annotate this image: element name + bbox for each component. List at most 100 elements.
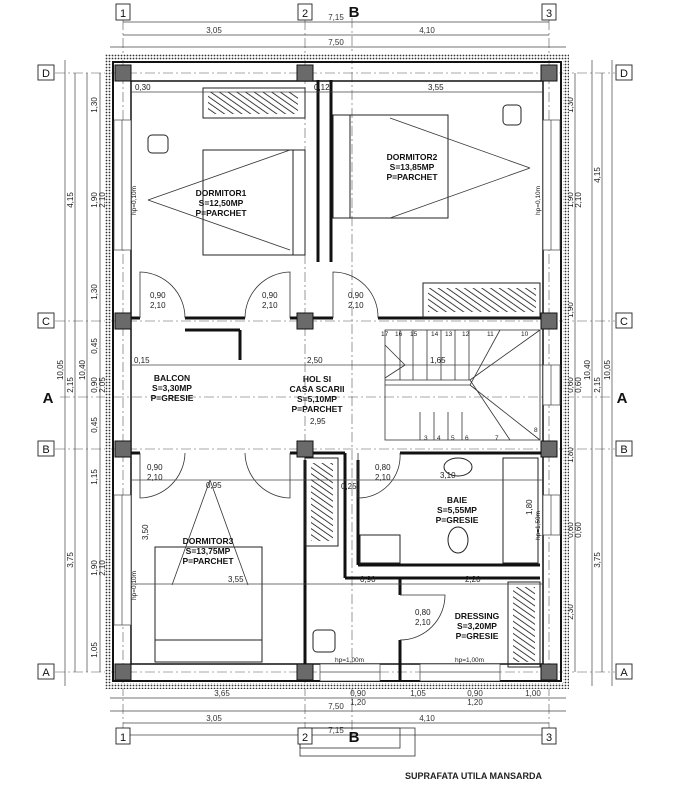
dim-left: 1,05 (90, 642, 99, 658)
door-height: 2,10 (147, 473, 163, 482)
door-swings (139, 271, 446, 641)
section-marker-b: B (349, 729, 360, 746)
right-dimensions: 1,30 1,90 2,10 1,90 0,60 0,60 1,80 0,60 … (566, 60, 613, 686)
room-area: S=12,50MP (199, 198, 244, 208)
room-dormitor1: DORMITOR1 S=12,50MP P=PARCHET (195, 188, 247, 218)
room-dressing: DRESSING S=3,20MP P=GRESIE (455, 611, 500, 641)
dim-bottom: 7,50 (328, 702, 344, 711)
window-labels: hp=0,10m hp=0,10m hp=0,10m hp=1,50m hp=1… (131, 186, 542, 664)
grid-bubbles (37, 3, 633, 745)
dim-left: 10,05 (56, 359, 65, 380)
section-marker-a: A (43, 390, 54, 407)
dim-interior: 1,80 (525, 499, 534, 515)
room-name: BAIE (447, 495, 468, 505)
stair-number: 17 (381, 331, 389, 338)
dim-interior: 3,10 (440, 471, 456, 480)
section-marker-b: B (349, 4, 360, 21)
dim-interior: 0,95 (206, 481, 222, 490)
dim-right: 2,30 (566, 604, 575, 620)
dim-left: 3,75 (66, 552, 75, 568)
footer-area-label: SUPRAFATA UTILA MANSARDA (405, 771, 542, 781)
room-balcon: BALCON S=3,30MP P=GRESIE (151, 373, 194, 403)
dim-right: 2,10 (574, 192, 583, 208)
interior-walls (131, 80, 543, 682)
room-floor: P=PARCHET (386, 172, 438, 182)
dim-right: 1,90 (566, 192, 575, 208)
dim-bottom: 1,00 (525, 689, 541, 698)
dim-left: 4,15 (66, 192, 75, 208)
door-width: 0,80 (415, 608, 431, 617)
grid-labels: 1 2 3 1 2 3 D C B A D C B A A A B B (42, 4, 628, 746)
room-name: DORMITOR3 (183, 536, 234, 546)
dim-right: 0,60 (566, 377, 575, 393)
section-marker-a: A (617, 390, 628, 407)
grid-row-label: A (620, 667, 628, 679)
room-floor: P=GRESIE (436, 515, 479, 525)
stair-number: 3 (424, 435, 428, 442)
stair-number: 16 (395, 331, 403, 338)
door-width: 0,90 (147, 463, 163, 472)
grid-row-label: C (42, 316, 50, 328)
dim-bottom: 1,20 (350, 698, 366, 707)
dim-right: 0,60 (566, 522, 575, 538)
room-name: BALCON (154, 373, 190, 383)
bottom-dimensions: 3,65 0,90 1,20 1,05 0,90 1,20 1,00 7,50 … (110, 689, 566, 757)
dim-left: 1,90 (90, 192, 99, 208)
room-area: S=5,10MP (297, 394, 337, 404)
left-dimensions: 1,30 1,90 2,10 1,30 0,45 0,90 2,05 0,45 … (56, 60, 107, 686)
grid-column-label: 3 (546, 8, 552, 20)
dim-bottom: 7,15 (328, 726, 344, 735)
dim-left: 2,15 (66, 377, 75, 393)
room-area: S=13,85MP (390, 162, 435, 172)
dim-bottom: 1,05 (410, 689, 426, 698)
room-floor: P=GRESIE (456, 631, 499, 641)
dim-interior: 2,20 (465, 575, 481, 584)
dim-bottom: 1,20 (467, 698, 483, 707)
window-sill-height: hp=0,10m (131, 571, 138, 600)
grid-column-label: 1 (120, 8, 126, 20)
door-height: 2,10 (150, 301, 166, 310)
exterior-wall (105, 54, 569, 689)
dim-right: 4,15 (593, 167, 602, 183)
windows (113, 119, 561, 682)
room-area: S=3,30MP (152, 383, 192, 393)
grid-row-label: C (620, 316, 628, 328)
dim-interior: 0,15 (134, 356, 150, 365)
room-floor: P=PARCHET (291, 404, 343, 414)
room-name: DORMITOR2 (387, 152, 438, 162)
dim-bottom: 3,65 (214, 689, 230, 698)
dim-right: 1,30 (566, 97, 575, 113)
dim-top-right: 4,10 (419, 26, 435, 35)
window-sill-height: hp=0,10m (535, 186, 542, 215)
dim-right: 0,60 (574, 522, 583, 538)
stair-number: 14 (431, 331, 439, 338)
room-floor: P=GRESIE (151, 393, 194, 403)
dim-interior: 2,50 (307, 356, 323, 365)
window-sill-height: hp=0,10m (131, 186, 138, 215)
dim-interior: 0,30 (135, 83, 151, 92)
dim-left: 0,45 (90, 338, 99, 354)
stair-number: 7 (495, 435, 499, 442)
door-height: 2,10 (375, 473, 391, 482)
dim-interior: 1,65 (430, 356, 446, 365)
stair-number: 5 (451, 435, 455, 442)
dim-left: 10,40 (78, 359, 87, 380)
dim-interior: 0,12 (314, 83, 330, 92)
door-width: 0,90 (348, 291, 364, 300)
dim-bottom: 0,90 (350, 689, 366, 698)
window-sill-height: hp=1,00m (335, 657, 364, 664)
dim-left: 1,90 (90, 560, 99, 576)
room-dormitor3: DORMITOR3 S=13,75MP P=PARCHET (182, 536, 234, 566)
grid-column-label: 1 (120, 732, 126, 744)
room-floor: P=PARCHET (195, 208, 247, 218)
stair-step-numbers: 17 16 15 14 13 12 11 10 3 4 5 6 7 8 (381, 331, 538, 442)
dim-bottom: 0,90 (467, 689, 483, 698)
stair-number: 4 (437, 435, 441, 442)
grid-row-label: B (42, 444, 49, 456)
furniture (147, 87, 541, 668)
grid-row-label: D (620, 68, 628, 80)
dim-interior: 3,55 (428, 83, 444, 92)
dim-left: 0,90 (90, 377, 99, 393)
room-diagonals (147, 117, 531, 586)
dim-interior: 0,25 (341, 482, 357, 491)
